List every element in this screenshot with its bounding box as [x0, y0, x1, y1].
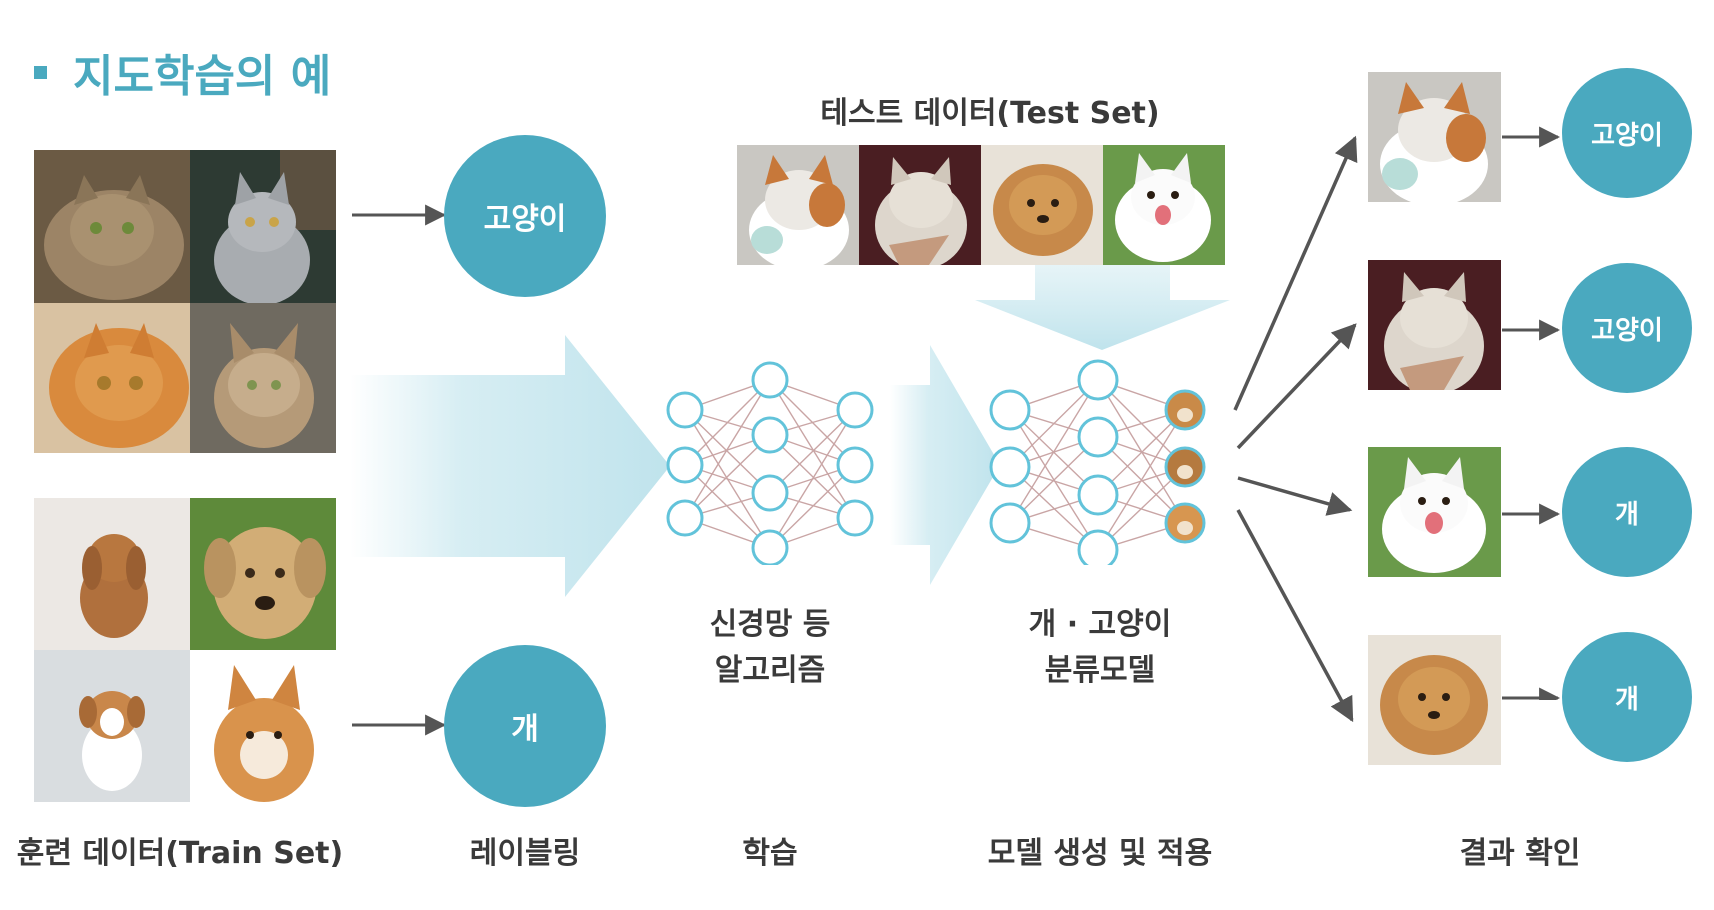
label-cat-circle: 고양이 [444, 135, 606, 297]
label-dog-circle: 개 [444, 645, 606, 807]
output-arrow-2 [1238, 325, 1355, 448]
result-photo-3 [1368, 447, 1501, 577]
result-arrows [1502, 120, 1562, 700]
result-text-3: 개 [1615, 494, 1639, 531]
result-circle-3: 개 [1562, 447, 1692, 577]
train-dog-photo-3 [34, 650, 190, 802]
train-dog-photo-1 [34, 498, 190, 650]
output-arrows [1230, 130, 1380, 730]
stage-learning-caption: 학습 [690, 828, 850, 872]
model-caption: 개 · 고양이 분류모델 [985, 602, 1215, 694]
stage-train-caption: 훈련 데이터(Train Set) [10, 828, 350, 872]
title-text: 지도학습의 예 [73, 40, 331, 104]
flow-arrow-model [890, 345, 1000, 585]
algorithm-caption-line-2: 알고리즘 [660, 648, 880, 694]
train-cat-photo-2 [190, 150, 336, 303]
model-caption-line-2: 분류모델 [985, 648, 1215, 694]
result-text-1: 고양이 [1591, 115, 1663, 152]
slide-title: 지도학습의 예 [34, 40, 331, 104]
algorithm-caption-line-1: 신경망 등 [660, 602, 880, 648]
test-photo-dog-2 [1103, 145, 1225, 265]
test-photo-cat-1 [737, 145, 859, 265]
result-circle-2: 고양이 [1562, 263, 1692, 393]
stage-labeling-caption: 레이블링 [420, 828, 630, 872]
label-dog-text: 개 [511, 704, 539, 748]
result-photo-1 [1368, 72, 1501, 202]
result-circle-1: 고양이 [1562, 68, 1692, 198]
test-photo-cat-2 [859, 145, 981, 265]
bullet-icon [34, 66, 47, 79]
result-photo-4 [1368, 635, 1501, 765]
label-cat-text: 고양이 [484, 194, 567, 238]
result-text-2: 고양이 [1591, 310, 1663, 347]
model-caption-line-1: 개 · 고양이 [985, 602, 1215, 648]
flow-arrow-train [350, 335, 670, 597]
output-arrow-4 [1238, 510, 1352, 720]
test-photo-dog-1 [981, 145, 1103, 265]
algorithm-caption: 신경망 등 알고리즘 [660, 602, 880, 694]
train-cat-photo-3 [34, 303, 190, 453]
flow-arrow-test [975, 265, 1230, 350]
test-set-label: 테스트 데이터(Test Set) [720, 88, 1260, 132]
stage-model-caption: 모델 생성 및 적용 [950, 828, 1250, 872]
output-arrow-3 [1238, 478, 1350, 510]
classification-network [985, 355, 1215, 565]
result-circle-4: 개 [1562, 632, 1692, 762]
algorithm-network [660, 355, 880, 565]
train-dog-photo-2 [190, 498, 336, 650]
train-dog-photo-4 [190, 650, 336, 802]
label-arrow-cat [350, 200, 450, 230]
stage-result-caption: 결과 확인 [1420, 828, 1620, 872]
train-cat-photo-1 [34, 150, 190, 303]
result-text-4: 개 [1615, 679, 1639, 716]
train-cat-photo-4 [190, 303, 336, 453]
output-arrow-1 [1235, 138, 1355, 410]
label-arrow-dog [350, 710, 450, 740]
result-photo-2 [1368, 260, 1501, 390]
